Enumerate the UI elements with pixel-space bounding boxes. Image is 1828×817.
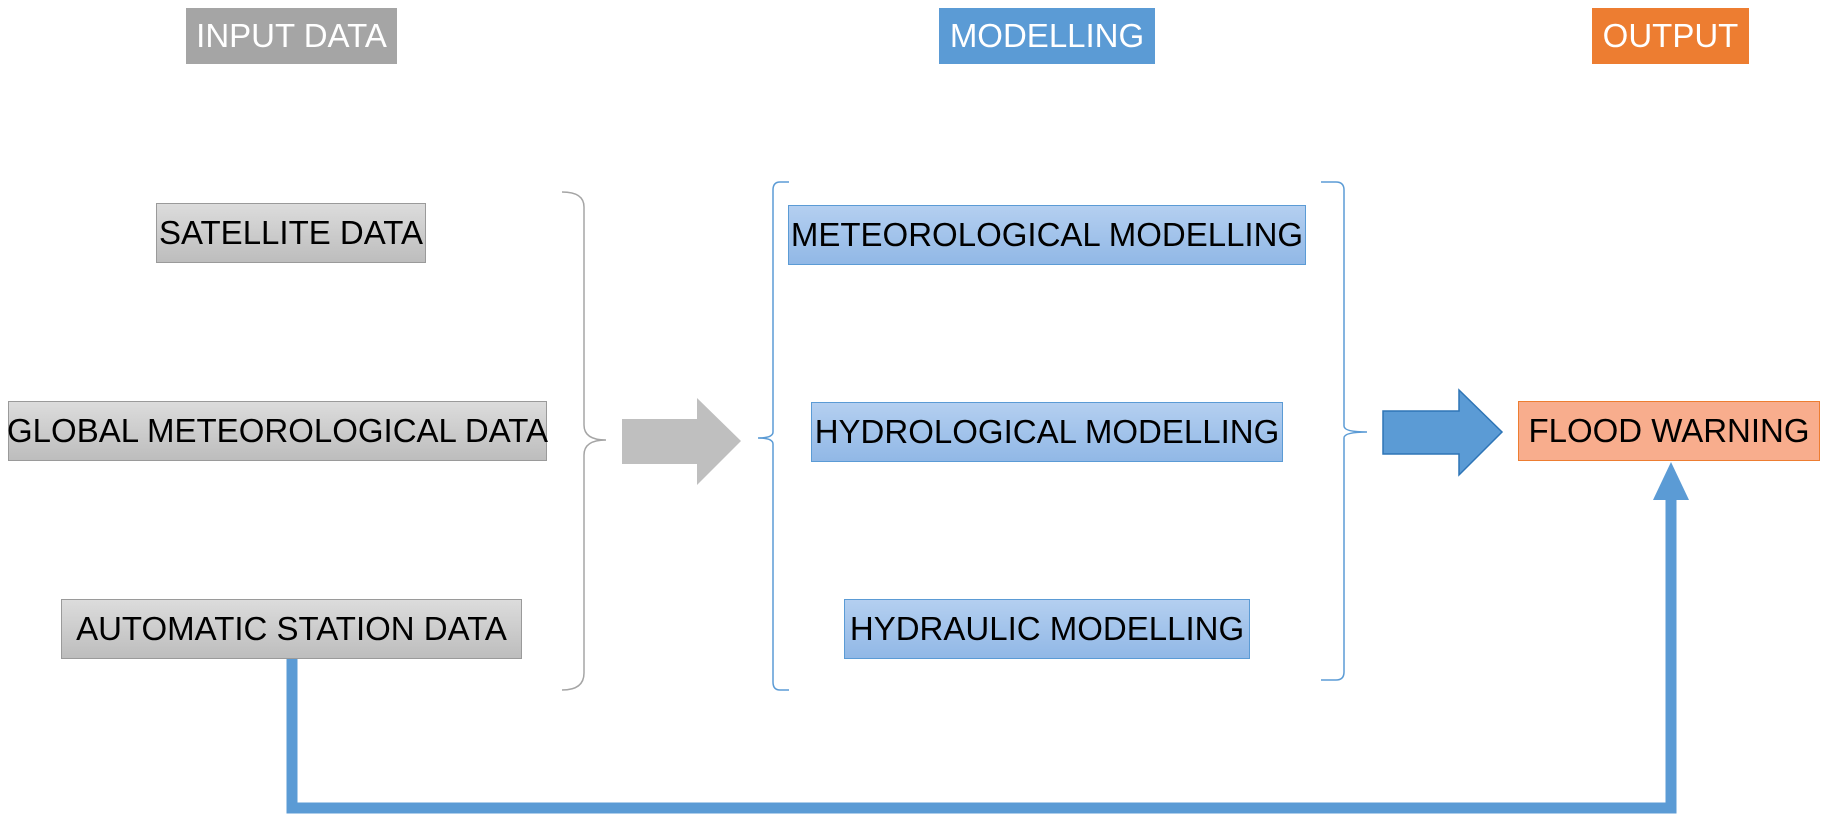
flood-warning-box: FLOOD WARNING xyxy=(1518,401,1820,461)
input-data-header: INPUT DATA xyxy=(186,8,397,64)
global-meteorological-data-box: GLOBAL METEOROLOGICAL DATA xyxy=(7,401,548,461)
input-to-model-arrow xyxy=(622,398,741,485)
station-to-warning-line xyxy=(286,494,1677,814)
modelling-right-bracket xyxy=(1321,181,1368,681)
hydraulic-modelling-box: HYDRAULIC MODELLING xyxy=(844,599,1250,659)
satellite-data-box: SATELLITE DATA xyxy=(156,203,426,263)
station-to-warning-arrowhead xyxy=(1653,462,1689,500)
modelling-left-bracket xyxy=(757,181,789,691)
meteorological-modelling-box: METEOROLOGICAL MODELLING xyxy=(788,205,1306,265)
input-brace xyxy=(561,191,607,691)
output-header: OUTPUT xyxy=(1592,8,1749,64)
hydrological-modelling-box: HYDROLOGICAL MODELLING xyxy=(811,402,1283,462)
model-to-output-arrow xyxy=(1382,388,1504,477)
automatic-station-data-box: AUTOMATIC STATION DATA xyxy=(61,599,522,659)
modelling-header: MODELLING xyxy=(939,8,1155,64)
